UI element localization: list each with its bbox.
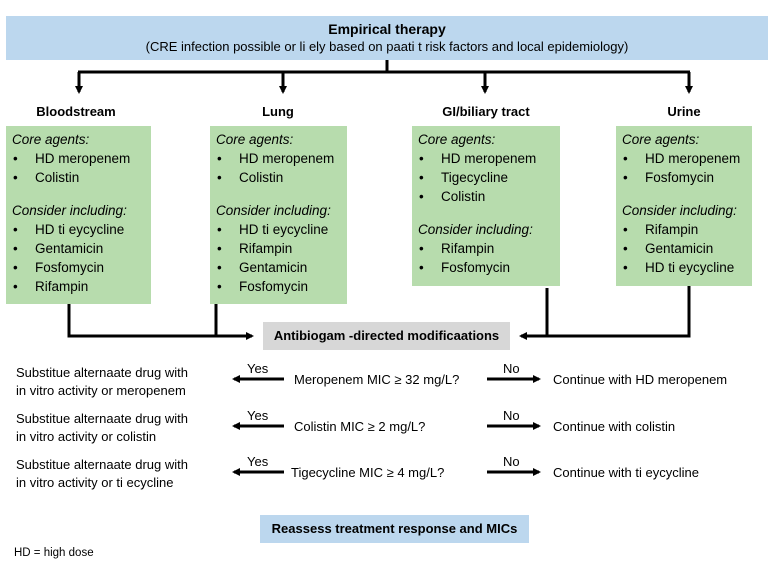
list-item: HD meropenem bbox=[216, 149, 341, 168]
substitute-line-1: Substitue alternaate drug with bbox=[16, 411, 188, 426]
site-label-lung: Lung bbox=[262, 104, 294, 119]
substitute-line-2: in vitro activity or colistin bbox=[16, 429, 157, 444]
list-item: Fosfomycin bbox=[12, 258, 145, 277]
no-label-2: No bbox=[503, 408, 520, 423]
list-item: Colistin bbox=[216, 168, 341, 187]
substitute-text-2: Substitue alternaate drug with in vitro … bbox=[16, 410, 188, 446]
substitute-line-1: Substitue alternaate drug with bbox=[16, 365, 188, 380]
substitute-text-1: Substitue alternaate drug with in vitro … bbox=[16, 364, 188, 400]
core-agents-label: Core agents: bbox=[418, 132, 496, 147]
substitute-line-2: in vitro activity or ti ecycline bbox=[16, 475, 174, 490]
core-agents-list: HD meropenem Tigecycline Colistin bbox=[418, 149, 554, 206]
list-item: Gentamicin bbox=[622, 239, 746, 258]
list-item: Gentamicin bbox=[216, 258, 341, 277]
consider-list: Rifampin Fosfomycin bbox=[418, 239, 554, 277]
yes-label-1: Yes bbox=[247, 361, 269, 376]
core-agents-list: HD meropenem Fosfomycin bbox=[622, 149, 746, 187]
consider-including-label: Consider including: bbox=[622, 203, 737, 218]
list-item: Fosfomycin bbox=[418, 258, 554, 277]
core-agents-label: Core agents: bbox=[12, 132, 90, 147]
list-item: Fosfomycin bbox=[216, 277, 341, 296]
continue-text-3: Continue with ti eycycline bbox=[553, 465, 699, 480]
list-item: Rifampin bbox=[12, 277, 145, 296]
list-item: HD meropenem bbox=[12, 149, 145, 168]
list-item: Colistin bbox=[418, 187, 554, 206]
continue-text-1: Continue with HD meropenem bbox=[553, 372, 728, 387]
consider-list: HD ti eycycline Rifampin Gentamicin Fosf… bbox=[216, 220, 341, 296]
consider-list: HD ti eycycline Gentamicin Fosfomycin Ri… bbox=[12, 220, 145, 296]
list-item: Colistin bbox=[12, 168, 145, 187]
bloodstream-box: Core agents: HD meropenem Colistin Consi… bbox=[6, 126, 151, 304]
header-title: Empirical therapy bbox=[328, 21, 446, 37]
core-agents-label: Core agents: bbox=[622, 132, 700, 147]
list-item: HD ti eycycline bbox=[12, 220, 145, 239]
reassess-box: Reassess treatment response and MICs bbox=[260, 515, 529, 543]
collector-right bbox=[519, 286, 691, 340]
no-label-1: No bbox=[503, 361, 520, 376]
header-subtitle: (CRE infection possible or li ely based … bbox=[145, 39, 629, 54]
modifications-box: Antibiogam -directed modificaations bbox=[263, 322, 510, 350]
no-label-3: No bbox=[503, 454, 520, 469]
consider-including-label: Consider including: bbox=[418, 222, 533, 237]
continue-text-2: Continue with colistin bbox=[553, 419, 676, 434]
core-agents-list: HD meropenem Colistin bbox=[216, 149, 341, 187]
criterion-colistin: Colistin MIC ≥ 2 mg/L? bbox=[294, 419, 426, 434]
list-item: HD ti eycycline bbox=[622, 258, 746, 277]
list-item: Tigecycline bbox=[418, 168, 554, 187]
core-agents-label: Core agents: bbox=[216, 132, 294, 147]
list-item: Rifampin bbox=[622, 220, 746, 239]
collector-left bbox=[67, 304, 254, 340]
urine-box: Core agents: HD meropenem Fosfomycin Con… bbox=[616, 126, 752, 286]
list-item: Rifampin bbox=[216, 239, 341, 258]
substitute-text-3: Substitue alternaate drug with in vitro … bbox=[16, 456, 188, 492]
core-agents-list: HD meropenem Colistin bbox=[12, 149, 145, 187]
site-label-gi: GI/biliary tract bbox=[442, 104, 530, 119]
consider-list: Rifampin Gentamicin HD ti eycycline bbox=[622, 220, 746, 277]
criterion-meropenem: Meropenem MIC ≥ 32 mg/L? bbox=[294, 372, 460, 387]
yes-label-2: Yes bbox=[247, 408, 269, 423]
criterion-tigecycline: Tigecycline MIC ≥ 4 mg/L? bbox=[291, 465, 445, 480]
empirical-therapy-header: Empirical therapy (CRE infection possibl… bbox=[6, 16, 768, 60]
yes-label-3: Yes bbox=[247, 454, 269, 469]
consider-including-label: Consider including: bbox=[216, 203, 331, 218]
list-item: HD meropenem bbox=[622, 149, 746, 168]
list-item: Rifampin bbox=[418, 239, 554, 258]
gi-biliary-box: Core agents: HD meropenem Tigecycline Co… bbox=[412, 126, 560, 286]
site-label-urine: Urine bbox=[667, 104, 701, 119]
substitute-line-2: in vitro activity or meropenem bbox=[16, 383, 186, 398]
substitute-line-1: Substitue alternaate drug with bbox=[16, 457, 188, 472]
list-item: Gentamicin bbox=[12, 239, 145, 258]
list-item: HD meropenem bbox=[418, 149, 554, 168]
consider-including-label: Consider including: bbox=[12, 203, 127, 218]
list-item: HD ti eycycline bbox=[216, 220, 341, 239]
footnote: HD = high dose bbox=[14, 547, 94, 559]
site-label-bloodstream: Bloodstream bbox=[36, 104, 116, 119]
list-item: Fosfomycin bbox=[622, 168, 746, 187]
lung-box: Core agents: HD meropenem Colistin Consi… bbox=[210, 126, 347, 304]
